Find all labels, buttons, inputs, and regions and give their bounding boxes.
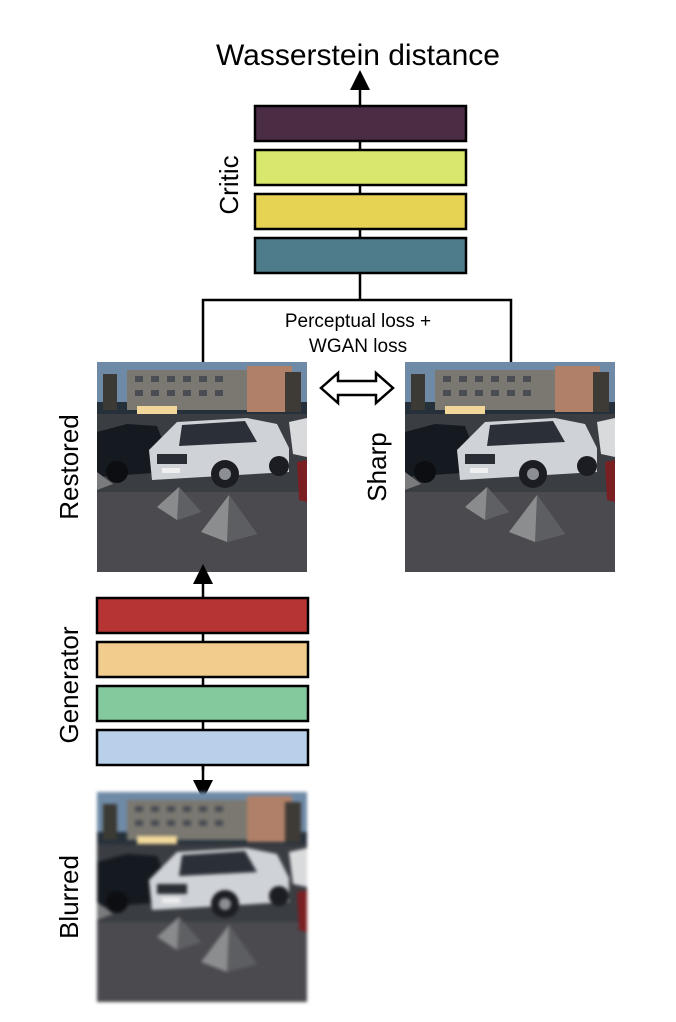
- critic-layer-1: [253, 104, 468, 143]
- critic-label: Critic: [214, 155, 244, 214]
- critic-layer-2: [253, 148, 468, 187]
- generator-layer-4: [95, 728, 310, 767]
- loss-connector: [201, 298, 513, 362]
- diagram-title: Wasserstein distance: [216, 39, 500, 72]
- blurred-image: [97, 792, 307, 1002]
- generator-layer-2: [95, 640, 310, 679]
- blurred-label: Blurred: [54, 855, 84, 939]
- generator-layer-3: [95, 684, 310, 723]
- critic-network: [253, 104, 468, 300]
- generator-layer-1: [95, 596, 310, 635]
- generator-label: Generator: [54, 626, 84, 743]
- double-arrow-icon: [319, 370, 395, 406]
- sharp-label: Sharp: [362, 432, 392, 501]
- critic-layer-3: [253, 192, 468, 231]
- loss-label-line1: Perceptual loss +: [285, 311, 431, 332]
- sharp-image: [405, 362, 615, 572]
- loss-label-line2: WGAN loss: [309, 336, 407, 357]
- generator-network: [95, 596, 310, 770]
- restored-image: [97, 362, 307, 572]
- critic-layer-4: [253, 236, 468, 275]
- restored-label: Restored: [54, 414, 84, 520]
